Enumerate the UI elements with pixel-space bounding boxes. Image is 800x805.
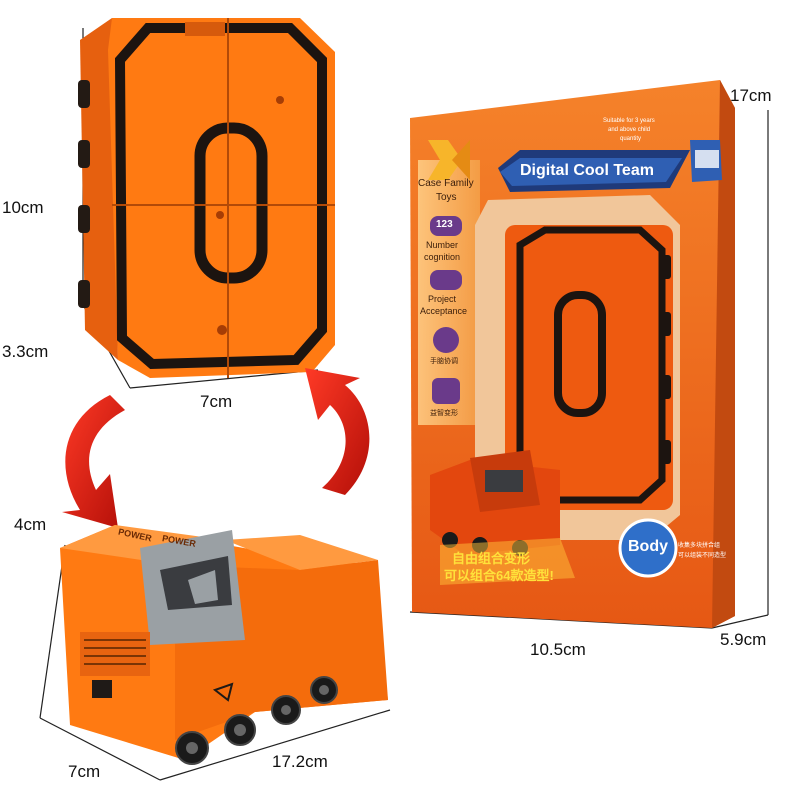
transform-arrow-right bbox=[305, 368, 370, 495]
box-side-note-2: 可以组装不同造型 bbox=[678, 553, 727, 559]
box-slogan-2: 可以组合64款造型! bbox=[444, 568, 554, 583]
truck-length-label: 17.2cm bbox=[272, 752, 328, 771]
feature3-text: 手脑协调 bbox=[430, 358, 458, 365]
feature-icons bbox=[430, 216, 462, 404]
truck-depth-label: 7cm bbox=[68, 762, 101, 781]
box-game-logo bbox=[690, 140, 722, 182]
feature1-line2: cognition bbox=[424, 252, 461, 262]
feature1-line1: Number bbox=[426, 240, 459, 250]
toy-depth-label: 3.3cm bbox=[2, 342, 49, 361]
box-truck-picture bbox=[430, 450, 560, 556]
brand-logo-mark bbox=[428, 140, 470, 180]
truck-height-label: 4cm bbox=[14, 515, 47, 534]
box-height-label: 17cm bbox=[730, 86, 772, 105]
truck-toy bbox=[60, 525, 388, 765]
toy-height-label: 10cm bbox=[2, 198, 44, 217]
box-brand-line1: Case Family bbox=[418, 178, 474, 189]
box-width-label: 10.5cm bbox=[530, 640, 586, 659]
box-age-note-2: and above child bbox=[608, 127, 651, 133]
box-brand-line2: Toys bbox=[436, 192, 457, 203]
feature4-text: 益智变形 bbox=[430, 410, 458, 417]
box-banner-title: Digital Cool Team bbox=[520, 162, 654, 179]
box-body-badge: Body bbox=[628, 538, 668, 555]
number-zero-toy bbox=[78, 18, 335, 378]
product-box bbox=[410, 80, 735, 628]
box-side-note-1: 收集多块拼合组 bbox=[678, 543, 721, 549]
transform-arrow-left bbox=[62, 395, 125, 528]
box-slogan-1: 自由组合变形 bbox=[452, 551, 531, 566]
box-age-note-3: quantity bbox=[620, 136, 642, 142]
toy-width-label: 7cm bbox=[200, 392, 233, 411]
feature1-icon-text: 123 bbox=[436, 219, 453, 230]
feature2-line1: Project bbox=[428, 294, 457, 304]
box-depth-label: 5.9cm bbox=[720, 630, 767, 649]
feature2-line2: Acceptance bbox=[420, 306, 468, 316]
box-age-note-1: Suitable for 3 years bbox=[603, 118, 655, 124]
